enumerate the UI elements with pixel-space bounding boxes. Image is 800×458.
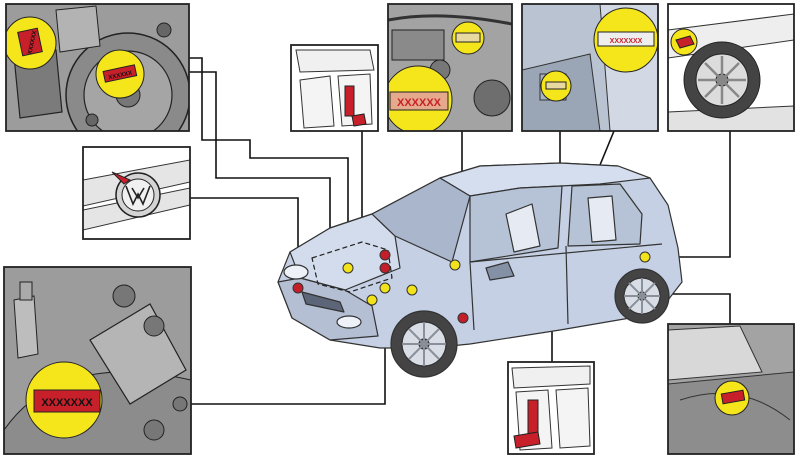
callout-dot-engine <box>342 262 354 274</box>
panel-engine-stamp: XXXXXX XXXXXX <box>5 3 190 132</box>
car-grille <box>301 291 345 313</box>
engine-stamp-code: XXXXXX <box>28 30 39 55</box>
leader-engine-stamp <box>189 57 349 268</box>
strut-label <box>527 399 539 437</box>
leader-roof <box>599 130 615 166</box>
car-fog-light <box>336 315 362 329</box>
callout-dot-engine-block <box>379 262 391 274</box>
panel-strut <box>507 361 595 455</box>
engine-outline <box>311 241 393 293</box>
car-front-wheel <box>390 310 458 378</box>
panel-trunk <box>667 323 795 455</box>
car-rear-wheel <box>614 268 670 324</box>
transmission-code: XXXXXXX <box>41 397 93 409</box>
spare-wheel-icon <box>683 41 761 119</box>
callout-dot-strut <box>457 312 469 324</box>
vin-pointer-arrow <box>111 171 132 185</box>
panel-spare-wheel <box>667 3 795 132</box>
callout-dot-transmission <box>379 282 391 294</box>
hood-latch-label <box>344 85 355 117</box>
car-door-line <box>469 243 663 331</box>
car-seat <box>505 203 541 253</box>
callout-dot-cowl <box>366 294 378 306</box>
car-windshield <box>371 177 471 263</box>
leader-engine-block <box>189 71 331 282</box>
panel-firewall: XXXXXX <box>387 3 513 132</box>
firewall-code: XXXXXX <box>397 97 442 109</box>
engine-plate-code: XXXXXX <box>108 71 133 82</box>
car-headlight <box>283 264 309 280</box>
car-mirror <box>485 261 515 281</box>
car-illustration <box>277 162 683 378</box>
panel-hood-latch <box>290 44 379 132</box>
callout-dot-windshield <box>406 284 418 296</box>
panel-vw-logo <box>82 146 191 240</box>
callout-dots <box>292 249 651 324</box>
panel-door-pillar: XXXXXXX <box>521 3 659 132</box>
car-seat-rear <box>587 195 617 243</box>
callout-dot-headlight <box>292 282 304 294</box>
panel-transmission: XXXXXXX <box>3 266 192 455</box>
callout-dot-hood-latch <box>379 249 391 261</box>
callout-dot-rear <box>639 251 651 263</box>
door-pillar-code: XXXXXXX <box>610 38 643 45</box>
callout-dot-firewall <box>449 259 461 271</box>
